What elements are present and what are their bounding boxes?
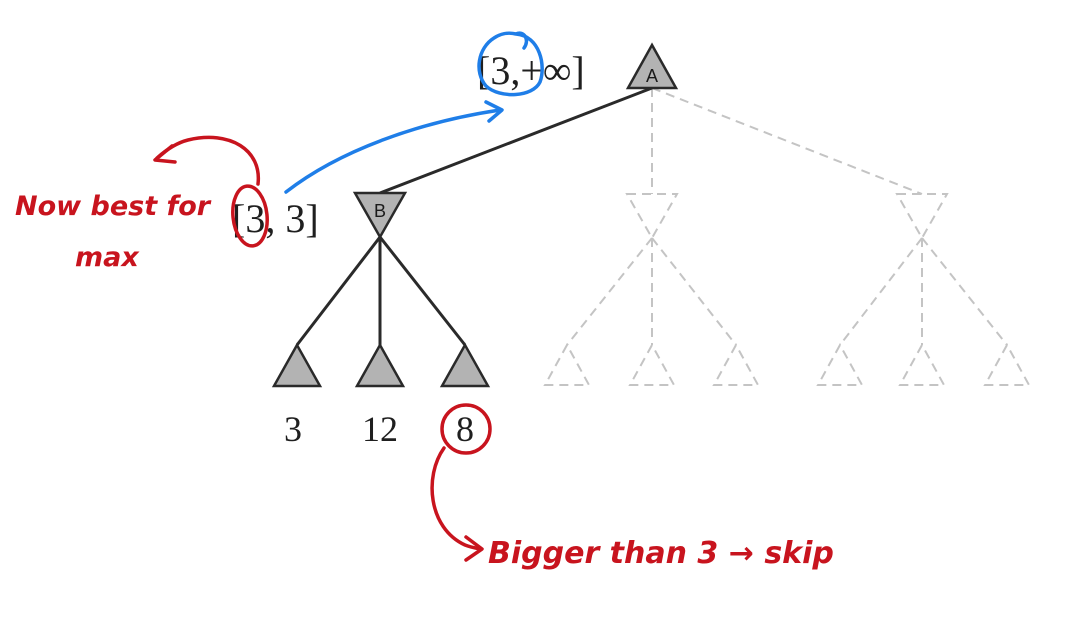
node-a-label: A xyxy=(646,66,658,86)
node-b-label: B xyxy=(374,201,386,221)
leaf-triangle xyxy=(439,342,491,388)
pruned-subtrees xyxy=(543,87,1031,386)
note-bigger-than-3-skip: Bigger than 3 → skip xyxy=(488,536,834,571)
blue-circle-root-bound xyxy=(477,31,544,97)
note-max: max xyxy=(75,242,140,273)
root-alpha-beta-bound: [3,+∞] xyxy=(477,48,585,93)
root-bound-upper: +∞ xyxy=(520,48,571,93)
blue-annotations xyxy=(284,31,544,194)
min-node-triangle xyxy=(352,191,408,240)
red-circle-leaf-8 xyxy=(440,403,492,455)
b-alpha-beta-bound: [3, 3] xyxy=(232,196,319,241)
note-now-best-for: Now best for xyxy=(15,191,212,222)
red-arrowhead-down xyxy=(464,535,484,562)
solid-edges xyxy=(295,86,653,346)
leaf-triangle xyxy=(354,342,406,388)
b-bound-sep: , xyxy=(265,196,275,241)
pruned-subtree-c xyxy=(543,88,760,386)
leaf-nodes xyxy=(271,342,491,388)
leaf-value: 12 xyxy=(362,409,398,449)
b-bound-lower: 3 xyxy=(245,196,265,241)
node-a-max: A xyxy=(625,42,679,90)
pruned-subtree-d xyxy=(651,87,1031,386)
blue-arrow xyxy=(284,108,502,194)
handwritten-notes: Now best for max Bigger than 3 → skip xyxy=(15,191,834,571)
red-circle-b-bound xyxy=(231,184,269,248)
blue-arrowhead xyxy=(484,100,504,123)
red-arrowhead-left xyxy=(153,144,177,164)
leaf-value: 3 xyxy=(284,409,302,449)
leaf-values: 3 12 8 xyxy=(284,409,474,449)
root-bound-lower: 3 xyxy=(490,48,510,93)
red-curved-arrow-down xyxy=(430,446,482,551)
b-bound-upper: 3 xyxy=(285,196,305,241)
red-annotations xyxy=(153,135,492,562)
leaf-triangle xyxy=(271,342,323,388)
root-bound-sep: , xyxy=(510,48,520,93)
node-b-min: B xyxy=(352,191,408,240)
leaf-value: 8 xyxy=(456,409,474,449)
max-node-triangle xyxy=(625,42,679,90)
